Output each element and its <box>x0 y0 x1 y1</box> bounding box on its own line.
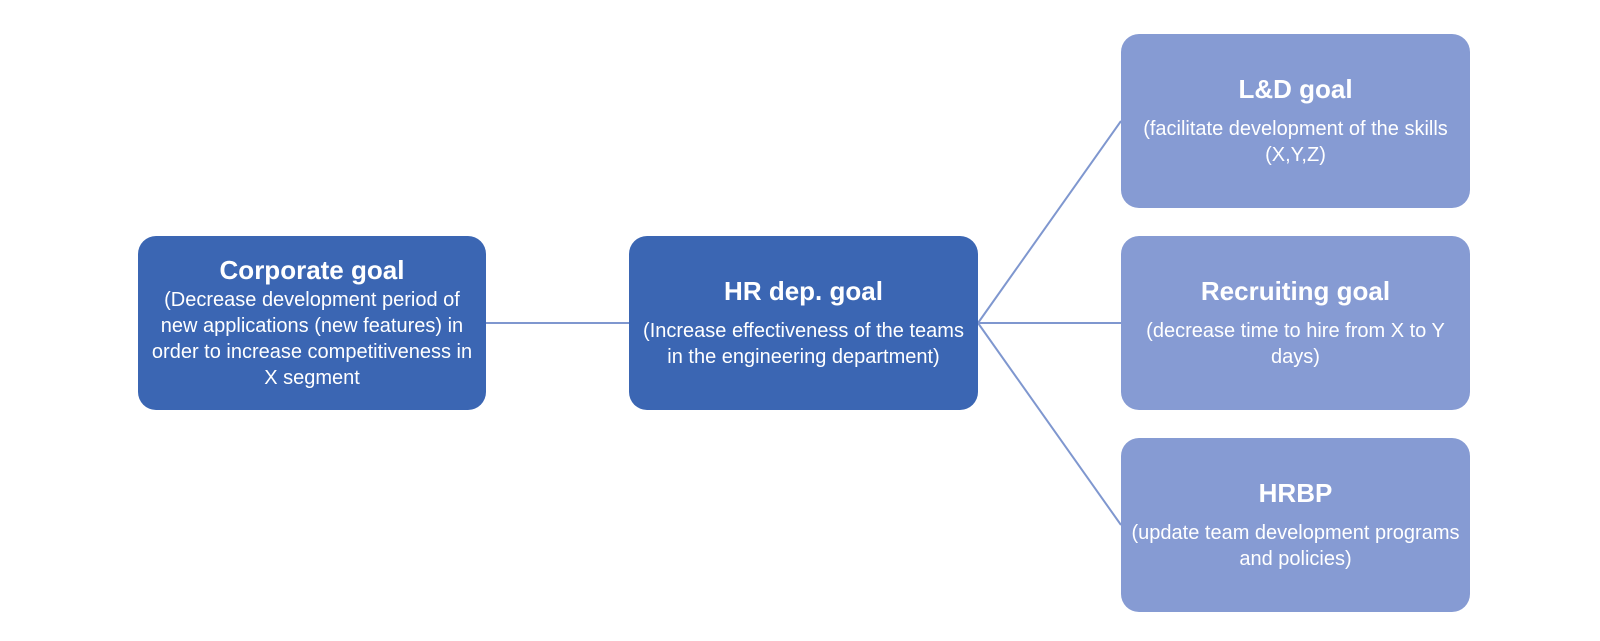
connector-hr-to-ld <box>977 120 1122 324</box>
hr-dep-goal-description: (Increase effectiveness of the teams in … <box>643 320 964 368</box>
corporate-goal-title: Corporate goal <box>219 255 405 285</box>
recruiting-goal-box: Recruiting goal (decrease time to hire f… <box>1121 236 1470 410</box>
hr-dep-goal-title: HR dep. goal <box>724 276 883 306</box>
recruiting-goal-title: Recruiting goal <box>1200 276 1391 306</box>
connector-hr-to-hrbp <box>977 322 1122 526</box>
hrbp-description: (update team development programs and po… <box>1131 522 1460 570</box>
ld-goal-title: L&D goal <box>1238 74 1353 104</box>
corporate-goal-description: (Decrease development period of new appl… <box>151 289 473 389</box>
hr-dep-goal-box: HR dep. goal (Increase effectiveness of … <box>629 236 978 410</box>
ld-goal-description: (facilitate development of the skills (X… <box>1143 118 1448 166</box>
ld-goal-box: L&D goal (facilitate development of the … <box>1121 34 1470 208</box>
hrbp-title: HRBP <box>1258 478 1333 508</box>
hrbp-box: HRBP (update team development programs a… <box>1121 438 1470 612</box>
corporate-goal-box: Corporate goal (Decrease development per… <box>138 236 486 410</box>
recruiting-goal-description: (decrease time to hire from X to Y days) <box>1146 320 1445 368</box>
